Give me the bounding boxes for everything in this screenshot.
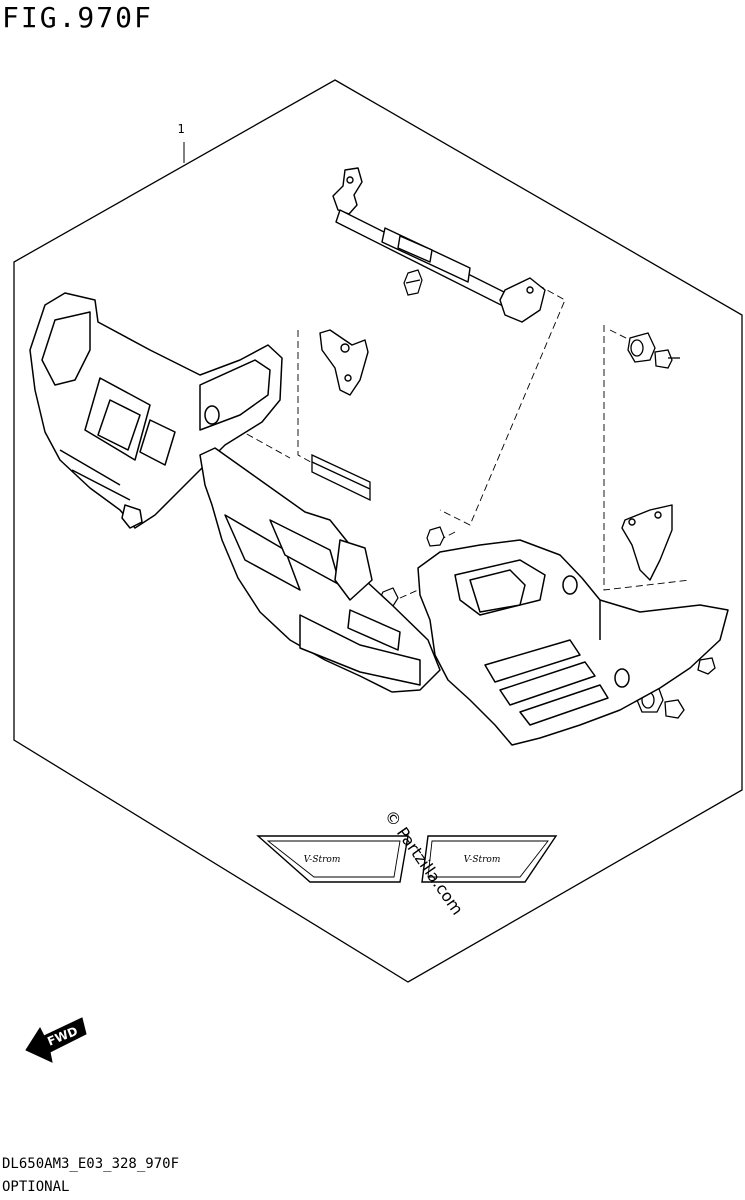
item-number-label[interactable]: 1 <box>177 122 184 136</box>
upper-collar-bolt[interactable] <box>627 332 680 369</box>
assembly-boundary <box>13 79 743 983</box>
right-emblem-sticker[interactable]: V-Strom <box>421 835 558 883</box>
right-emblem-text: V-Strom <box>464 855 501 865</box>
right-engine-guard[interactable] <box>417 539 729 746</box>
left-engine-guard[interactable] <box>29 292 283 529</box>
left-emblem-text: V-Strom <box>304 855 341 865</box>
crossbar-bolt[interactable] <box>403 269 423 296</box>
rubber-pad[interactable] <box>311 453 371 502</box>
right-mount-bracket[interactable] <box>621 504 673 581</box>
figure-title: FIG.970F <box>2 1 153 34</box>
forward-direction-arrow: FWD <box>25 1017 87 1063</box>
center-engine-guard[interactable] <box>199 447 441 693</box>
crossbar-bracket[interactable] <box>332 167 546 323</box>
diagram-code: DL650AM3_E03_328_970F <box>2 1156 180 1172</box>
left-emblem-sticker[interactable]: V-Strom <box>256 835 409 883</box>
left-mount-bracket[interactable] <box>319 329 369 396</box>
diagram-note: OPTIONAL <box>2 1179 70 1195</box>
